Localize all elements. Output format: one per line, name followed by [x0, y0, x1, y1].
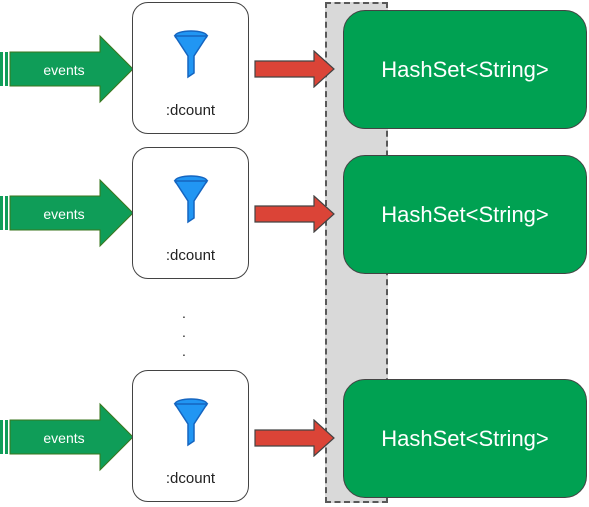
ellipsis-dot: . [182, 305, 186, 321]
events-label: events [43, 62, 85, 78]
events-label: events [43, 430, 85, 446]
ellipsis-dot: . [182, 324, 186, 340]
transfer-arrow [254, 195, 335, 233]
hashset-node: HashSet<String> [343, 10, 587, 129]
filter-label: :dcount [165, 102, 216, 119]
dcount-filter-node: :dcount [132, 147, 249, 279]
events-input-arrow [0, 402, 134, 472]
funnel-icon [173, 30, 209, 79]
ellipsis: . . . [176, 304, 192, 361]
ellipsis-dot: . [182, 343, 186, 359]
funnel-icon [173, 398, 209, 447]
hashset-node: HashSet<String> [343, 379, 587, 498]
events-label: events [43, 206, 85, 222]
transfer-arrow [254, 419, 335, 457]
filter-label: :dcount [165, 247, 216, 264]
dcount-filter-node: :dcount [132, 370, 249, 502]
events-input-arrow [0, 34, 134, 104]
events-input-arrow [0, 178, 134, 248]
transfer-arrow [254, 50, 335, 88]
hashset-node: HashSet<String> [343, 155, 587, 274]
funnel-icon [173, 175, 209, 224]
dcount-filter-node: :dcount [132, 2, 249, 134]
filter-label: :dcount [165, 470, 216, 487]
